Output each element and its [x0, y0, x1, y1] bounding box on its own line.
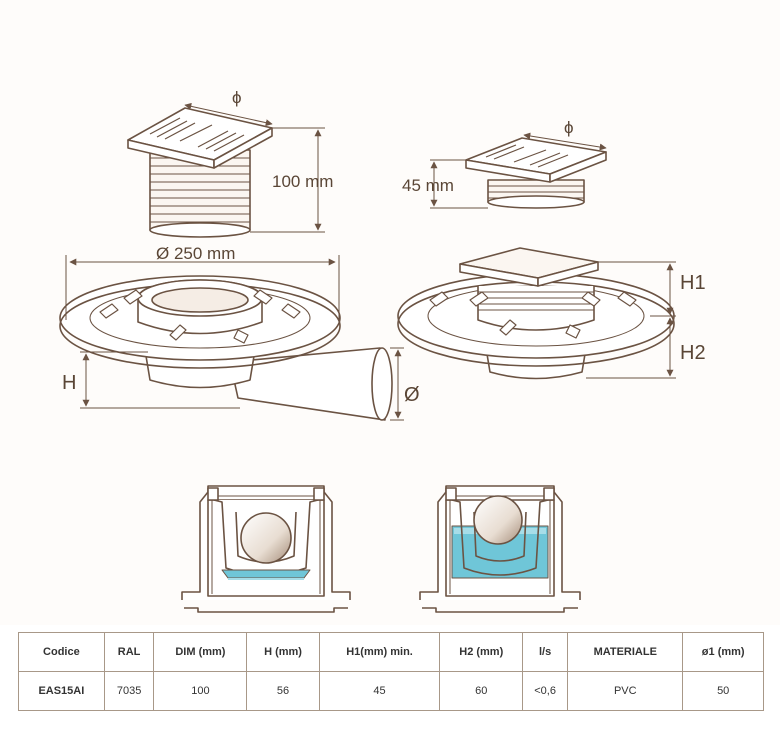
width-symbol-small: ϕ — [564, 118, 574, 137]
cell-materiale: PVC — [567, 671, 684, 711]
table-header-row: Codice RAL DIM (mm) H (mm) H1(mm) min. H… — [18, 632, 764, 672]
width-symbol-large: ϕ — [232, 88, 242, 107]
cell-h2: 60 — [439, 671, 524, 711]
header-h2: H2 (mm) — [439, 632, 524, 672]
header-dim: DIM (mm) — [153, 632, 248, 672]
cell-h1: 45 — [318, 671, 441, 711]
header-h: H (mm) — [246, 632, 320, 672]
extension-grate-small — [430, 132, 607, 209]
section-wet — [419, 485, 581, 613]
drain-base-right — [397, 247, 676, 380]
header-materiale: MATERIALE — [567, 632, 684, 672]
drain-illustration — [59, 102, 676, 613]
cell-diameter: 50 — [682, 671, 764, 711]
height-h-label: H — [62, 372, 77, 394]
cell-ral: 7035 — [103, 671, 155, 711]
h2-label: H2 — [680, 342, 706, 364]
h1-label: H1 — [680, 272, 706, 294]
section-dry — [181, 485, 351, 613]
grate-height-label: 45 mm — [402, 176, 454, 195]
cell-codice: EAS15AI — [18, 671, 105, 711]
technical-drawing: ϕ 100 mm Ø 250 mm H Ø ϕ 45 mm H1 H2 — [59, 88, 706, 613]
cell-dim: 100 — [153, 671, 248, 711]
cell-flow: <0,6 — [522, 671, 569, 711]
drain-base-left — [59, 255, 404, 421]
extension-height-label: 100 mm — [272, 172, 334, 191]
specification-table: Codice RAL DIM (mm) H (mm) H1(mm) min. H… — [18, 632, 764, 711]
extension-grate-large — [127, 102, 325, 238]
header-h1: H1(mm) min. — [318, 632, 441, 672]
outlet-diameter-label: Ø — [404, 384, 420, 406]
table-row: EAS15AI 7035 100 56 45 60 <0,6 PVC 50 — [18, 671, 764, 711]
header-ral: RAL — [103, 632, 155, 672]
header-flow: l/s — [522, 632, 569, 672]
base-diameter-label: Ø 250 mm — [156, 244, 236, 263]
header-diameter: ø1 (mm) — [682, 632, 764, 672]
cell-h: 56 — [246, 671, 320, 711]
header-codice: Codice — [18, 632, 105, 672]
